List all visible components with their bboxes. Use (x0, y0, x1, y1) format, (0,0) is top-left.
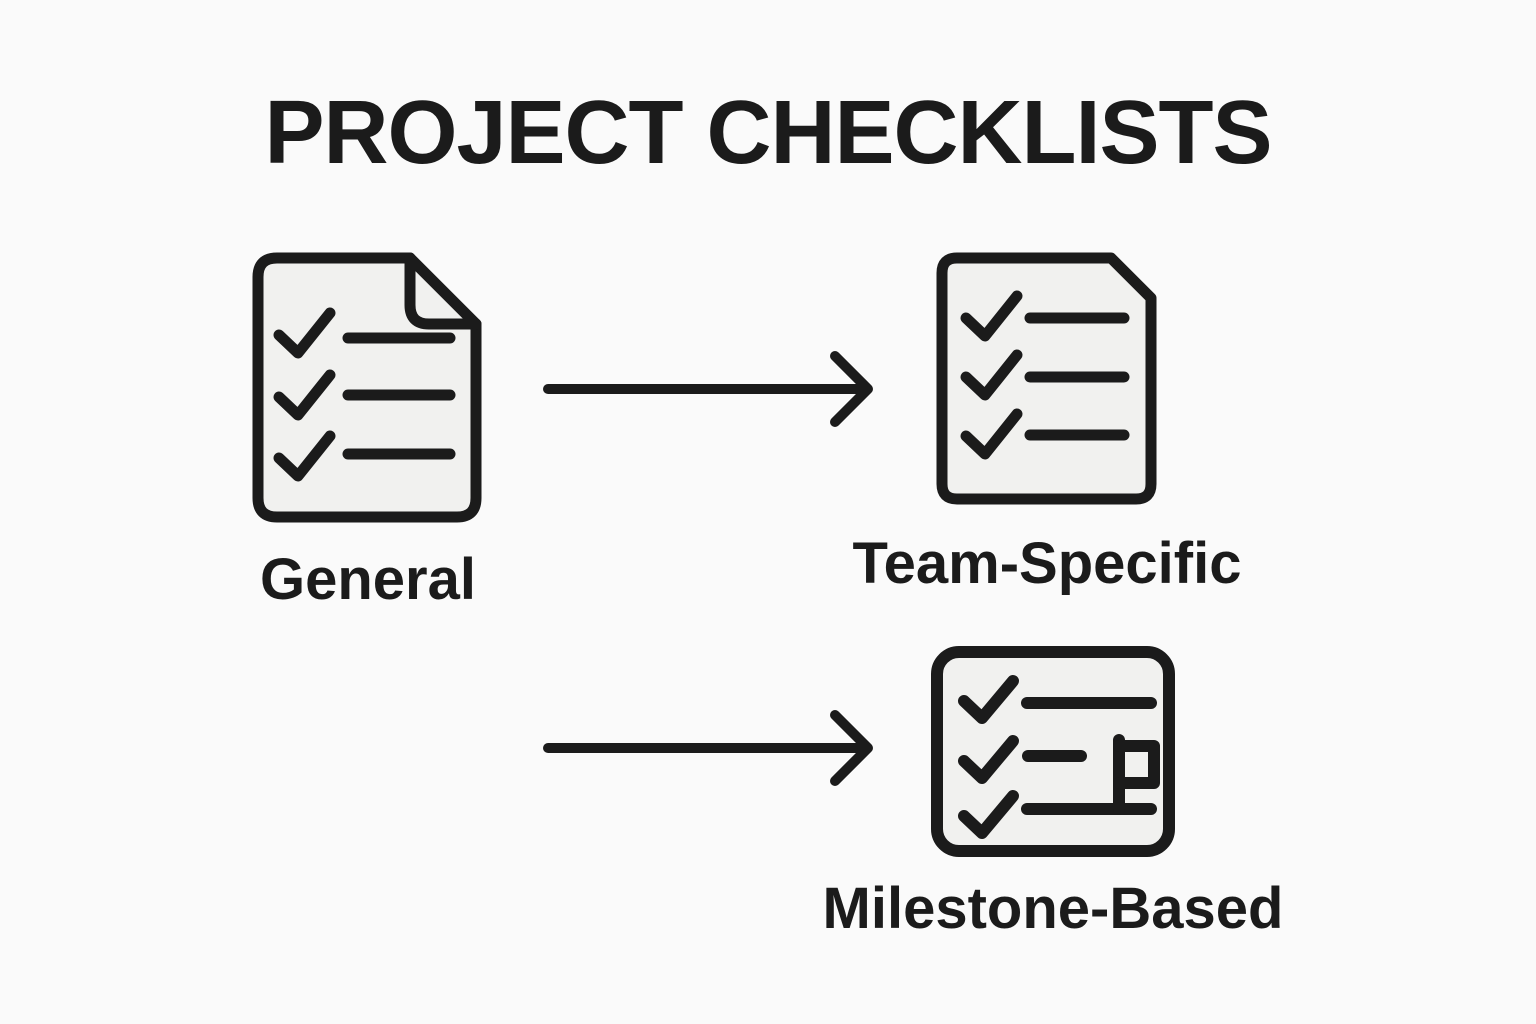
right-arrow-icon (543, 351, 873, 427)
flag-checklist-icon (931, 646, 1175, 857)
node-milestone-based: Milestone-Based (823, 643, 1283, 941)
diagram-title: PROJECT CHECKLISTS (264, 83, 1272, 183)
node-general: General (247, 249, 487, 612)
arrow-general-to-milestone-based (538, 704, 878, 799)
flag-icon (1113, 734, 1160, 815)
right-arrow-icon (543, 710, 873, 786)
node-label-milestone-based: Milestone-Based (822, 876, 1284, 941)
node-label-team-specific: Team-Specific (852, 531, 1242, 596)
node-label-general: General (260, 547, 476, 612)
document-checklist-icon (936, 252, 1157, 505)
arrow-general-to-team-specific (538, 345, 878, 440)
document-checklist-icon (252, 252, 482, 523)
node-team-specific: Team-Specific (853, 250, 1241, 596)
